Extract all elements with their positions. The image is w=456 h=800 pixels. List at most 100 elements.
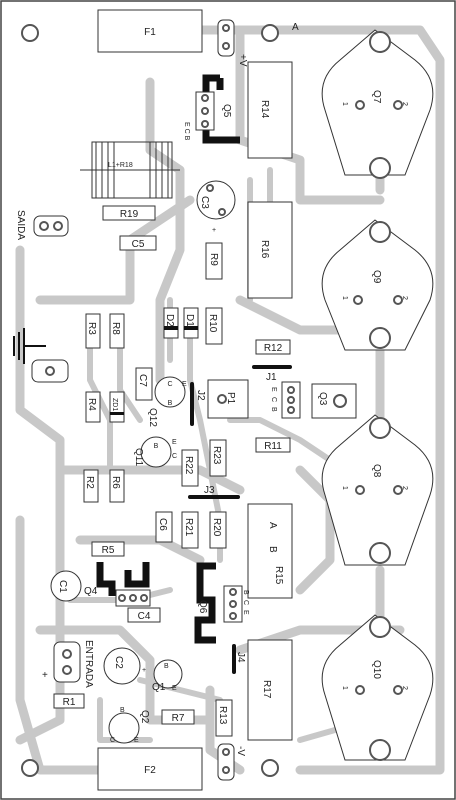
- j2-label: J2: [195, 390, 206, 401]
- input-connector-entrada: ENTRADA +: [42, 640, 94, 688]
- r3-label: R3: [86, 322, 97, 335]
- r15-a-label: A: [267, 522, 278, 529]
- c3-label: C3: [199, 196, 210, 209]
- transistor-q11: B E C Q11: [133, 436, 177, 468]
- c6-label: C6: [157, 518, 168, 531]
- j1-label: J1: [266, 372, 277, 383]
- mounting-hole-top-mid: [261, 24, 279, 42]
- r9-label: R9: [208, 253, 219, 266]
- resistor-r7: R7: [161, 709, 195, 725]
- pos-v-label: +V: [237, 54, 248, 67]
- transistor-q12: C B E Q12: [147, 376, 187, 427]
- r10-label: R10: [207, 314, 218, 333]
- svg-text:E: E: [270, 387, 277, 392]
- svg-text:C: C: [270, 397, 277, 402]
- f2-label: F2: [144, 765, 156, 776]
- resistor-r14: R14: [247, 61, 293, 159]
- svg-text:C: C: [242, 600, 249, 605]
- d1-label: D1: [184, 314, 195, 327]
- q7-label: Q7: [371, 90, 382, 104]
- svg-text:1: 1: [341, 486, 348, 490]
- r12-label: R12: [264, 343, 283, 354]
- resistor-r17: R17: [247, 639, 293, 741]
- svg-text:1: 1: [341, 686, 348, 690]
- jumper-j4: J4: [232, 644, 246, 674]
- q2-label: Q2: [139, 710, 150, 724]
- transistor-q9: 1 2 Q9: [321, 219, 434, 351]
- resistor-r10: R10: [205, 307, 223, 345]
- transistor-q6: B C E Q6: [194, 562, 249, 644]
- mounting-hole-bottom-left: [21, 759, 39, 777]
- capacitor-c2: C2 +: [103, 647, 146, 685]
- q5-label: Q5: [221, 104, 232, 118]
- mounting-hole-bottom-mid: [261, 759, 279, 777]
- q8-label: Q8: [371, 464, 382, 478]
- q5-pins: E C B: [183, 122, 190, 141]
- svg-text:C: C: [110, 737, 115, 744]
- svg-text:2: 2: [401, 296, 408, 300]
- fuse-f2: F2: [97, 747, 203, 791]
- c4-label: C4: [138, 611, 151, 622]
- r14-label: R14: [259, 100, 270, 119]
- resistor-r13: R13: [215, 699, 233, 737]
- svg-text:B: B: [154, 443, 159, 450]
- resistor-r1: R1: [53, 693, 85, 709]
- diode-d1: D1: [183, 307, 199, 339]
- r15-label: R15: [273, 566, 284, 585]
- resistor-r16: R16: [247, 201, 293, 299]
- transistor-q4: Q4: [84, 562, 151, 607]
- q1-label: Q1: [152, 682, 166, 693]
- q3-pins: E C B: [270, 381, 301, 419]
- svg-text:E: E: [242, 610, 249, 615]
- entrada-label: ENTRADA: [83, 640, 94, 688]
- capacitor-c3: C3 +: [196, 180, 236, 234]
- resistor-r8: R8: [109, 313, 125, 349]
- saida-label: SAIDA: [15, 210, 26, 240]
- q3-label: Q3: [317, 392, 328, 406]
- r19-label: R19: [120, 209, 139, 220]
- capacitor-c6: C6: [155, 511, 173, 543]
- zener-zd1: ZD1: [109, 391, 125, 423]
- svg-text:C: C: [172, 453, 177, 460]
- r11-label: R11: [264, 441, 282, 452]
- r8-label: R8: [110, 322, 121, 335]
- svg-text:B: B: [164, 663, 169, 670]
- resistor-r21: R21: [181, 511, 199, 549]
- j3-label: J3: [204, 485, 215, 496]
- r17-label: R17: [261, 680, 272, 699]
- terminal-a-label: A: [292, 22, 299, 33]
- c2-label: C2: [113, 656, 124, 669]
- p1-label: P1: [225, 392, 236, 405]
- svg-text:+: +: [212, 227, 216, 234]
- transistor-q7: 1 2 Q7: [321, 29, 434, 179]
- q6-label: Q6: [197, 600, 208, 614]
- svg-text:B: B: [120, 707, 125, 714]
- l1-label: L1+R18: [108, 162, 133, 169]
- r16-label: R16: [259, 240, 270, 259]
- output-connector-saida: SAIDA: [15, 210, 69, 240]
- r5-label: R5: [102, 545, 115, 556]
- inductor-l1: L1+R18: [80, 141, 180, 199]
- potentiometer-p1: P1: [207, 379, 249, 419]
- r6-label: R6: [110, 476, 121, 489]
- svg-text:C: C: [167, 381, 172, 388]
- capacitor-c5: C5: [119, 235, 157, 251]
- d2-label: D2: [164, 314, 175, 327]
- svg-text:2: 2: [401, 486, 408, 490]
- resistor-r19: R19: [102, 205, 156, 221]
- neg-v-label: -V: [235, 746, 246, 756]
- r15-b-label: B: [267, 546, 278, 553]
- c1-label: C1: [57, 580, 68, 593]
- q10-label: Q10: [371, 660, 382, 679]
- resistor-r3: R3: [85, 313, 101, 349]
- jumper-j2: J2: [190, 382, 206, 426]
- resistor-r11: R11: [255, 437, 291, 453]
- zd1-label: ZD1: [111, 398, 118, 411]
- ground-icon: [13, 328, 46, 364]
- svg-text:E: E: [172, 685, 177, 692]
- svg-text:+: +: [142, 667, 146, 674]
- transistor-q2: B C E Q2: [108, 707, 150, 744]
- capacitor-c7: C7: [135, 367, 153, 401]
- ground-connector: [31, 359, 69, 383]
